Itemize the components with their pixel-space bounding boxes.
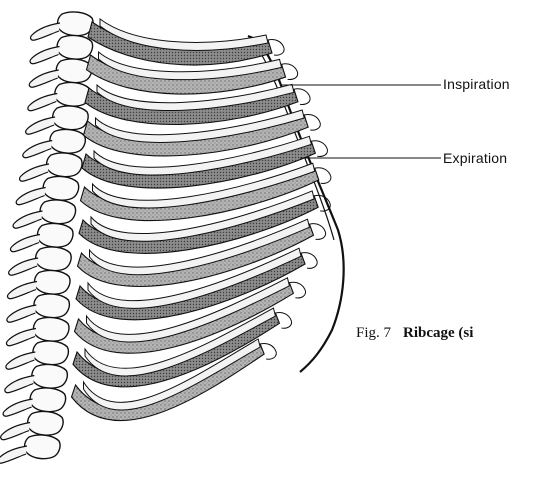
vertebra [40, 200, 76, 224]
vertebra [56, 59, 92, 83]
spinous-process [16, 188, 45, 205]
spinous-process [0, 446, 27, 463]
vertebra [47, 153, 83, 177]
spinous-process [11, 235, 40, 252]
rib-group [72, 19, 331, 421]
vertebra [25, 435, 61, 459]
vertebra [34, 294, 70, 318]
spinous-process [28, 94, 57, 111]
spinous-process [8, 282, 37, 299]
figure-title: Ribcage (si [403, 325, 473, 341]
vertebra [33, 317, 69, 341]
vertebra [33, 341, 69, 365]
vertebra [35, 270, 71, 294]
spinous-process [7, 305, 36, 322]
spinous-process [6, 352, 35, 369]
vertebra [30, 388, 66, 412]
vertebra [50, 129, 86, 153]
vertebra [28, 411, 64, 435]
inspiration-label: Inspiration [443, 76, 510, 92]
spinous-process [1, 423, 30, 440]
figure-caption: Fig. 7 Ribcage (si [356, 325, 473, 342]
vertebra [58, 12, 94, 36]
vertebra [32, 364, 68, 388]
spinous-process [20, 164, 49, 181]
spinous-process [29, 70, 58, 87]
vertebra [36, 247, 72, 271]
spinous-process [13, 211, 42, 228]
vertebra [53, 106, 89, 130]
figure-number: Fig. 7 [356, 325, 391, 341]
spinous-process [31, 23, 60, 40]
vertebra [43, 176, 79, 200]
vertebra [37, 223, 73, 247]
spinous-process [5, 376, 34, 393]
spinous-process [7, 329, 36, 346]
spinous-process [9, 258, 38, 275]
expiration-label: Expiration [443, 150, 507, 166]
spinous-process [26, 117, 55, 134]
spinous-process [3, 399, 32, 416]
spinous-process [30, 47, 59, 64]
spinous-process [23, 141, 52, 158]
vertebra [57, 35, 93, 59]
